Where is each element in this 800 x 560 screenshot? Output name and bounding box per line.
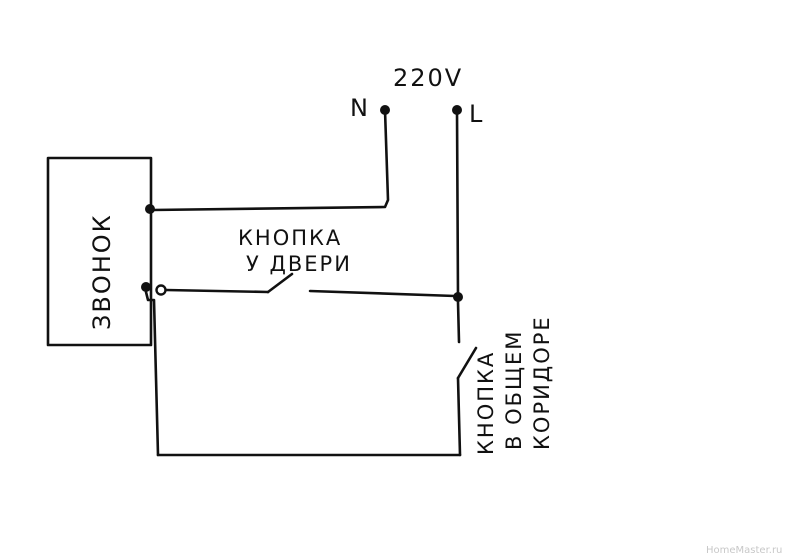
corridor-branch-right-lower — [456, 376, 462, 457]
line-label: L — [469, 100, 484, 128]
door-button-contact — [266, 272, 294, 294]
bell-label: ЗВОНОК — [88, 213, 116, 330]
door-button-label-1: КНОПКА — [238, 226, 342, 250]
voltage-label: 220V — [393, 64, 463, 92]
corridor-branch-right-upper — [456, 300, 461, 344]
corridor-button-label-3: КОРИДОРЕ — [530, 315, 554, 450]
corridor-button-label-2: В ОБЩЕМ — [502, 330, 526, 450]
door-button-terminal — [155, 284, 167, 296]
bell-top-junction — [145, 204, 155, 214]
line-junction — [453, 292, 463, 302]
corridor-button-label-1: КНОПКА — [474, 351, 498, 455]
door-button-wire-left — [164, 288, 270, 294]
neutral-wire — [150, 108, 390, 212]
line-wire — [455, 108, 460, 299]
watermark: HomeMaster.ru — [706, 545, 782, 556]
corridor-branch-left — [144, 290, 160, 457]
neutral-label: N — [350, 94, 370, 122]
bell-box — [46, 156, 153, 347]
corridor-button-contact — [456, 346, 478, 380]
door-button-wire-right — [308, 289, 457, 298]
door-button-label-2: У ДВЕРИ — [246, 252, 352, 276]
bell-bottom-junction — [141, 282, 151, 292]
